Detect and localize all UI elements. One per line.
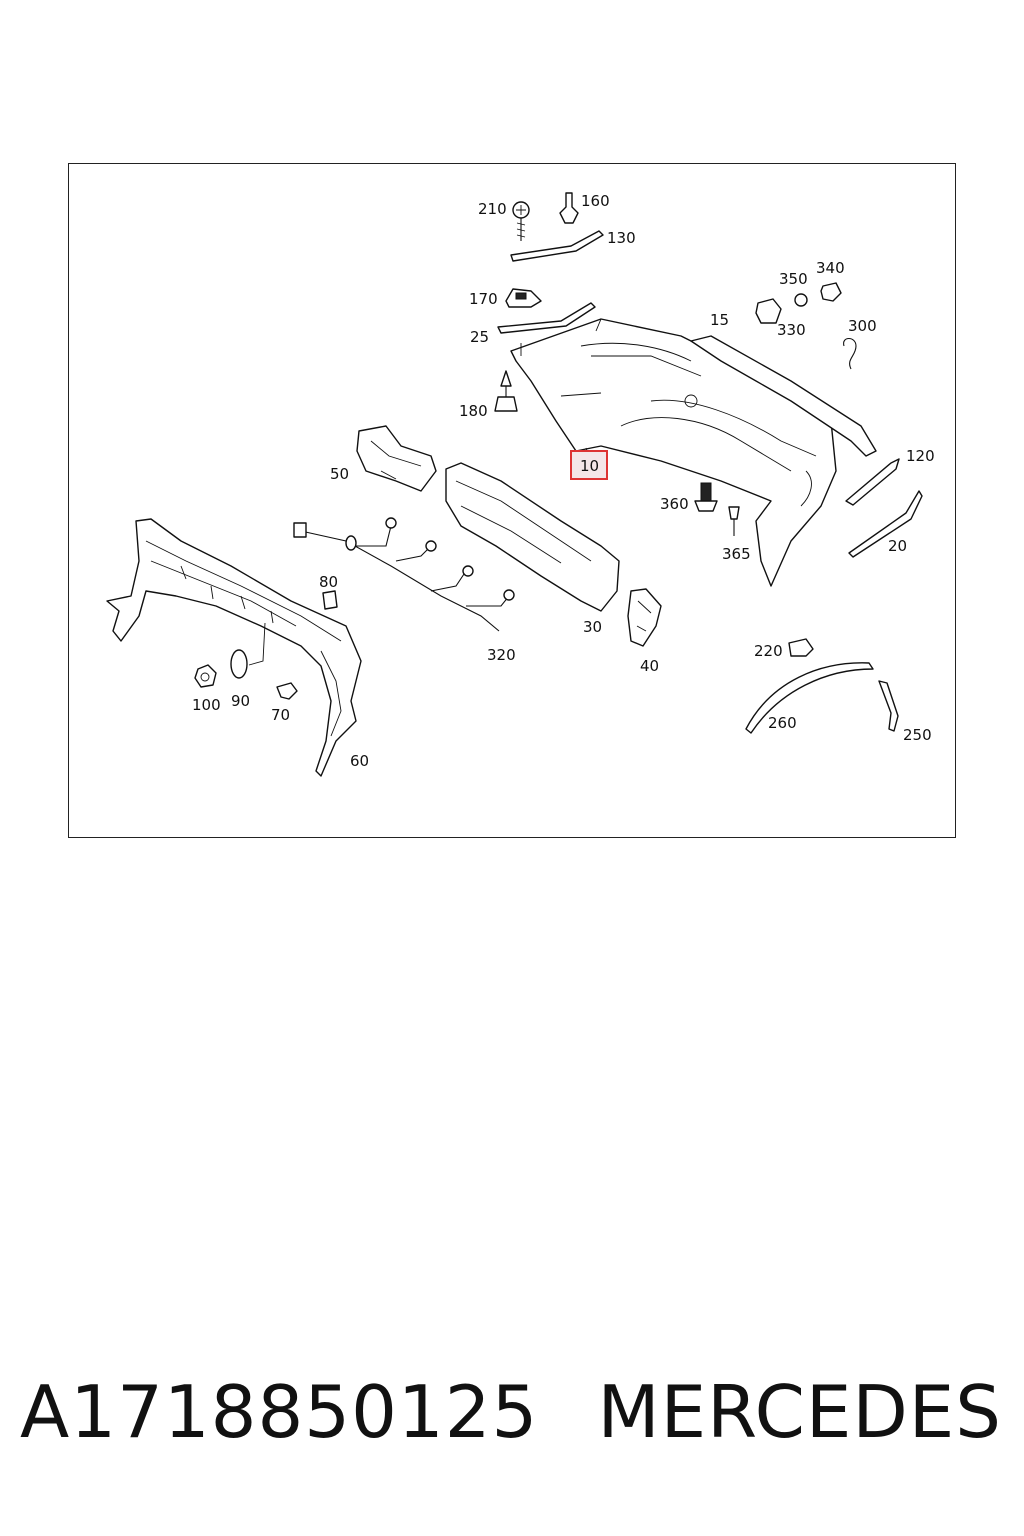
callout-15: 15: [710, 311, 729, 329]
highlight-box-callout-10: [570, 450, 608, 480]
footer: A1718850125 MERCEDES: [0, 1370, 1024, 1470]
callout-130: 130: [607, 229, 636, 247]
callout-160: 160: [581, 192, 610, 210]
screw-part-180[interactable]: [494, 370, 518, 412]
callout-50: 50: [330, 465, 349, 483]
trim-strip-part-120[interactable]: [845, 458, 900, 506]
leader-line: [248, 622, 266, 666]
bracket-part-50[interactable]: [356, 425, 437, 492]
callout-300: 300: [848, 317, 877, 335]
callout-40: 40: [640, 657, 659, 675]
arch-trim-part-250[interactable]: [878, 680, 899, 732]
callout-20: 20: [888, 537, 907, 555]
clip-part-170[interactable]: [505, 288, 542, 308]
parts-diagram-frame: 210 160 130 170 25 350 340 15 330 300 18…: [68, 163, 956, 838]
callout-330: 330: [777, 321, 806, 339]
brand-name-text: MERCEDES: [597, 1370, 1002, 1454]
callout-340: 340: [816, 259, 845, 277]
part-number-text: A1718850125: [20, 1370, 539, 1454]
grommet-part-330[interactable]: [794, 293, 808, 307]
clip-part-220[interactable]: [788, 638, 814, 657]
trim-strip-part-15[interactable]: [690, 335, 877, 457]
callout-80: 80: [319, 573, 338, 591]
screw-part-210[interactable]: [512, 201, 530, 241]
bracket-part-40[interactable]: [627, 588, 662, 647]
absorber-part-30[interactable]: [445, 462, 620, 612]
callout-170: 170: [469, 290, 498, 308]
callout-210: 210: [478, 200, 507, 218]
trim-strip-part-130[interactable]: [510, 230, 604, 262]
callout-250: 250: [903, 726, 932, 744]
callout-220: 220: [754, 642, 783, 660]
callout-60: 60: [350, 752, 369, 770]
clip-part-160[interactable]: [559, 192, 579, 224]
callout-70: 70: [271, 706, 290, 724]
callout-180: 180: [459, 402, 488, 420]
trim-strip-part-25[interactable]: [497, 302, 596, 334]
callout-25: 25: [470, 328, 489, 346]
washer-part-90[interactable]: [230, 649, 248, 679]
callout-120: 120: [906, 447, 935, 465]
callout-360: 360: [660, 495, 689, 513]
clip-part-300[interactable]: [843, 337, 857, 370]
clip-part-340[interactable]: [820, 282, 842, 302]
bumper-carrier-part-60[interactable]: [106, 518, 362, 777]
clip-part-80[interactable]: [322, 590, 338, 610]
bolt-part-360[interactable]: [694, 482, 718, 512]
bolt-part-70[interactable]: [276, 682, 298, 700]
nut-part-100[interactable]: [194, 664, 217, 688]
callout-320: 320: [487, 646, 516, 664]
wiring-harness-part-320[interactable]: [293, 517, 515, 632]
callout-260: 260: [768, 714, 797, 732]
callout-100: 100: [192, 696, 221, 714]
nut-part-350[interactable]: [755, 298, 782, 324]
callout-350: 350: [779, 270, 808, 288]
callout-10[interactable]: 10: [580, 457, 599, 475]
screw-part-365[interactable]: [728, 506, 740, 536]
callout-30: 30: [583, 618, 602, 636]
trim-strip-part-20[interactable]: [848, 490, 923, 558]
exploded-parts-diagram: 210 160 130 170 25 350 340 15 330 300 18…: [106, 192, 935, 777]
callout-90: 90: [231, 692, 250, 710]
arch-trim-part-260[interactable]: [745, 662, 874, 734]
callout-365: 365: [722, 545, 751, 563]
